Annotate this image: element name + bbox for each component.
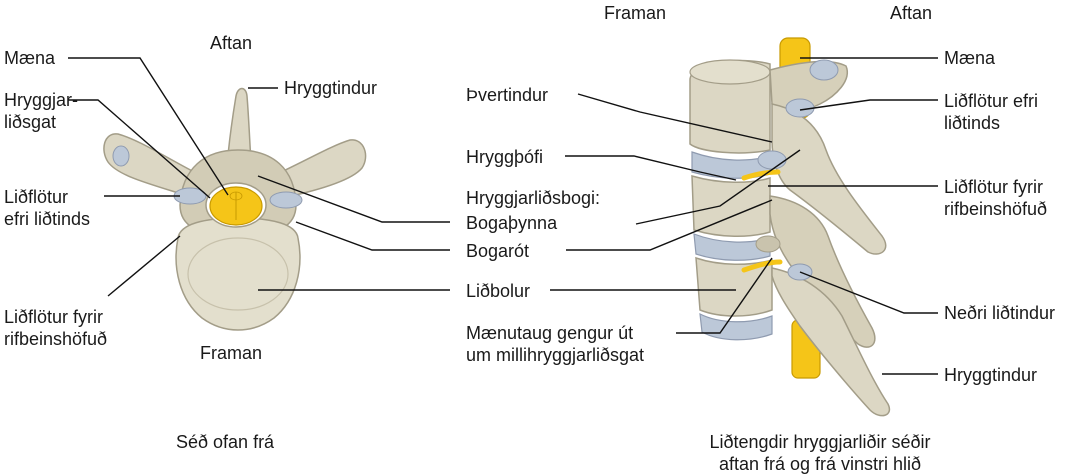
label-hryggtindur-left: Hryggtindur — [284, 78, 378, 98]
label-hryggjarlidsgat: Hryggjar- liðsgat — [4, 90, 79, 132]
label-aftan-left: Aftan — [210, 33, 253, 53]
vertebral-body-3 — [695, 256, 773, 317]
arch-2 — [771, 103, 887, 255]
label-bogarot: Bogarót — [466, 241, 530, 261]
label-nedri-lidtindur: Neðri liðtindur — [944, 303, 1056, 323]
right-superior-facet — [269, 191, 303, 209]
label-maena-left: Mæna — [4, 48, 56, 68]
label-maenutaug: Mænutaug gengur út um millihryggjarliðsg… — [466, 323, 645, 365]
spinal-nerve-1 — [741, 169, 781, 181]
arch-4 — [771, 267, 891, 417]
label-lidflotur-rif-left: Liðflötur fyrir rifbeinshöfuð — [4, 307, 108, 349]
disc-2 — [693, 233, 771, 261]
vertebral-body — [175, 217, 301, 331]
label-bogathynna: Bogaþynna — [466, 213, 558, 233]
vertebrae-side-view — [689, 37, 891, 417]
caption-top-view: Séð ofan frá — [176, 432, 275, 452]
caption-side-view: Liðtengdir hryggjarliðir séðir aftan frá… — [709, 432, 931, 474]
label-maena-right: Mæna — [944, 48, 996, 68]
leader-lines — [68, 57, 938, 375]
vertebral-body-2 — [691, 174, 771, 238]
label-lidflotur-efri-left: Liðflötur efri liðtinds — [4, 187, 91, 229]
label-framan-right: Framan — [604, 3, 667, 23]
label-framan-left: Framan — [200, 343, 263, 363]
label-lidflotur-rif-right: Liðflötur fyrir rifbeinshöfuð — [944, 177, 1048, 219]
label-hryggjarlidsbogi: Hryggjarliðsbogi: — [466, 188, 601, 208]
label-aftan-right: Aftan — [890, 3, 933, 23]
label-hryggtindur-right: Hryggtindur — [944, 365, 1038, 385]
disc-3 — [699, 312, 773, 341]
spinal-nerve-2 — [741, 259, 783, 273]
label-lidflotur-efri-right: Liðflötur efri liðtinds — [944, 91, 1039, 133]
vertebra-top-view — [103, 87, 367, 331]
label-thvertindur: Þvertindur — [466, 85, 549, 105]
label-hryggthofi: Hryggþófi — [466, 147, 544, 167]
label-lidbolur: Liðbolur — [466, 281, 531, 301]
